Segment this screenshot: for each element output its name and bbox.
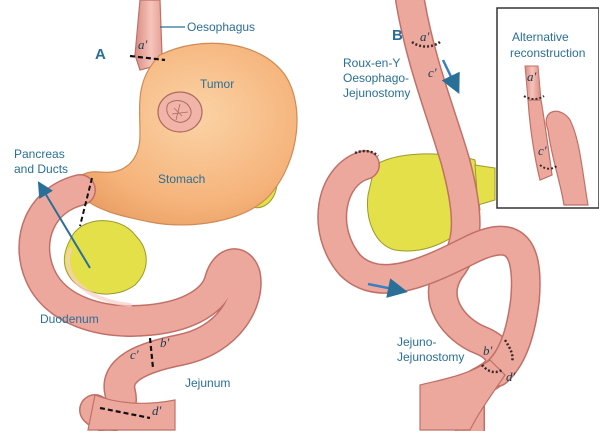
pancreas-arrow <box>37 181 91 269</box>
inset-title-line2: reconstruction <box>510 46 586 60</box>
label-roux-line2: Oesophago- <box>343 71 410 85</box>
label-roux-line1: Roux-en-Y <box>343 56 401 70</box>
label-jejunum: Jejunum <box>185 376 231 390</box>
label-stomach: Stomach <box>158 172 206 186</box>
inset-panel <box>496 7 599 209</box>
panel-b <box>317 0 541 436</box>
inset-loop <box>545 110 589 206</box>
inset-suture-1 <box>523 95 545 100</box>
label-pancreas-line1: Pancreas <box>14 147 65 161</box>
suture-jj-1 <box>481 364 503 374</box>
jejunum-exit-b <box>419 359 506 431</box>
label-oesophagus: Oesophagus <box>187 20 256 34</box>
label-duodenum: Duodenum <box>40 312 99 326</box>
tumor-mass <box>157 91 203 133</box>
flow-arrow-2 <box>367 278 408 298</box>
duodenum-loop-a-inner <box>19 175 261 431</box>
biliopancreatic-limb-inner <box>318 151 540 386</box>
marker-a-inset: a′ <box>527 69 537 84</box>
pancreas-a <box>63 220 147 295</box>
marker-b-panel-b: b′ <box>483 343 493 358</box>
inset-joined <box>527 99 553 181</box>
cut-line-stomach <box>79 177 93 227</box>
panel-b-letter: B <box>392 27 403 44</box>
marker-a-panel-b: a′ <box>420 29 430 44</box>
panel-a <box>18 0 298 433</box>
suture-stump <box>354 149 379 157</box>
inset-title-line1: Alternative <box>512 30 569 44</box>
marker-c-panel-a: c′ <box>130 347 139 362</box>
cut-line-d <box>99 406 151 420</box>
marker-c-inset: c′ <box>538 143 547 158</box>
label-roux-line3: Jejunostomy <box>343 86 411 100</box>
marker-a-panel-a: a′ <box>138 37 148 52</box>
stomach-shape <box>75 42 298 226</box>
label-pancreas-line2: and Ducts <box>14 162 69 176</box>
marker-d-panel-b: d′ <box>506 369 516 384</box>
flow-arrow-1 <box>441 59 460 95</box>
marker-b-panel-a: b′ <box>160 335 170 350</box>
inset-suture-2 <box>539 164 559 170</box>
panel-a-letter: A <box>95 46 106 63</box>
label-tumor: Tumor <box>200 77 235 91</box>
suture-jj-2 <box>503 339 514 363</box>
jejunum-exit-a <box>87 394 176 431</box>
cut-line-a <box>129 54 166 62</box>
marker-d-panel-a: d′ <box>152 403 162 418</box>
cut-line-b <box>148 337 155 369</box>
label-jj-line1: Jejuno- <box>397 335 437 349</box>
marker-c-panel-b: c′ <box>428 65 437 80</box>
label-jj-line2: Jejunostomy <box>397 350 465 364</box>
